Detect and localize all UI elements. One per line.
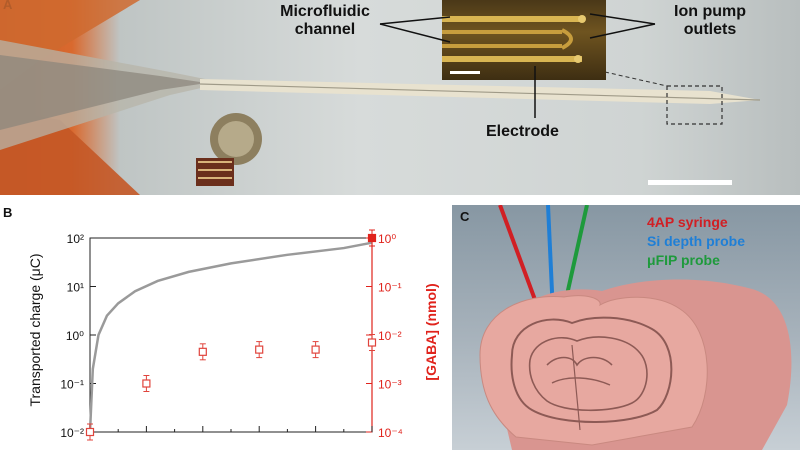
right-tick-label: 10⁻¹	[378, 281, 402, 295]
microscope-inset	[442, 0, 606, 80]
left-tick-label: 10²	[67, 232, 84, 246]
panel-letter-b: B	[3, 205, 13, 220]
gaba-point	[198, 347, 207, 356]
charge-curve	[88, 241, 373, 433]
label-line-1: Microfluidic	[280, 3, 370, 20]
electrode-label: Electrode	[486, 123, 559, 140]
probe-photo	[0, 0, 761, 195]
left-tick-label: 10⁻¹	[60, 378, 84, 392]
right-tick-label: 10⁻³	[378, 378, 402, 392]
brain-render-panel-c: C 4AP syringe Si depth probe μFIP probe	[452, 205, 800, 450]
plot-frame	[89, 237, 373, 433]
gaba-point	[311, 345, 320, 354]
legend-item-2: μFIP probe	[647, 252, 720, 268]
callout-lines	[379, 13, 656, 118]
legend-item-0: 4AP syringe	[647, 214, 728, 230]
probe-legend: 4AP syringe Si depth probe μFIP probe	[647, 213, 745, 270]
gaba-point	[85, 427, 95, 437]
label-line-2: channel	[294, 21, 356, 38]
right-tick-label: 10⁻⁴	[378, 426, 403, 440]
brain-render	[479, 205, 792, 450]
gaba-point	[142, 379, 151, 388]
inset-image	[442, 15, 586, 74]
left-tick-label: 10⁰	[66, 329, 84, 343]
right-axis-label: [GABA] (nmol)	[423, 283, 439, 380]
right-tick-label: 10⁰	[378, 232, 396, 246]
ion-pump-outlets-label: Ion pump outlets	[660, 3, 760, 39]
panel-letter-c: C	[460, 209, 470, 224]
label-line-1: Ion pump	[674, 3, 746, 20]
gaba-point	[367, 338, 377, 347]
gaba-point	[255, 345, 264, 354]
legend-item-1: Si depth probe	[647, 233, 745, 249]
dual-axis-chart: Transported charge (μC) [GABA] (nmol) 10…	[27, 229, 439, 441]
label-line-2: outlets	[683, 21, 737, 38]
gaba-total-point	[367, 233, 377, 243]
chart-panel-b: B Transported charge (μC) [GABA] (nmol) …	[0, 200, 450, 450]
left-axis-label: Transported charge (μC)	[27, 253, 43, 406]
left-tick-label: 10⁻²	[60, 426, 84, 440]
right-tick-label: 10⁻²	[378, 329, 402, 343]
microfluidic-channel-label: Microfluidic channel	[266, 3, 384, 39]
photo-panel-a: A	[0, 0, 800, 195]
left-tick-label: 10¹	[67, 281, 84, 295]
